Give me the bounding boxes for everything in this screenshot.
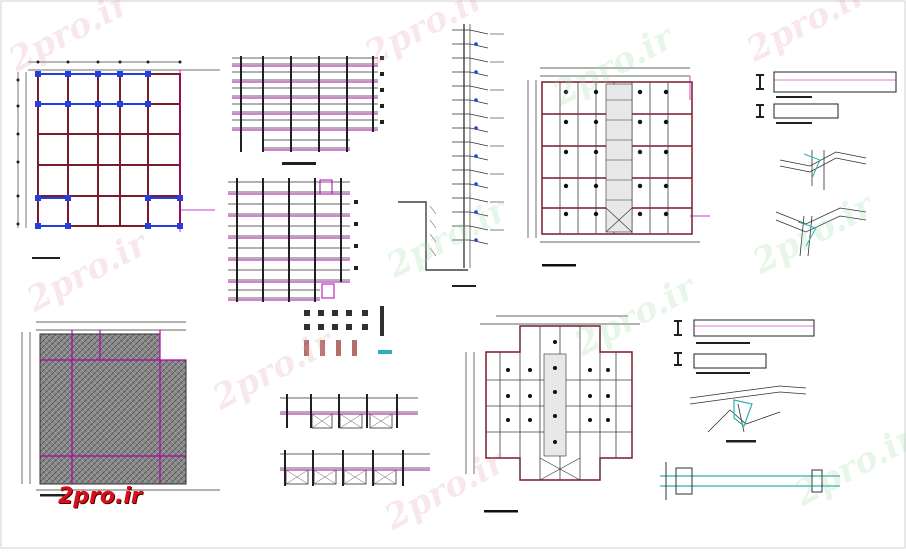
floor-plan-top-right xyxy=(527,67,710,267)
section-details-top-right xyxy=(756,71,897,257)
brand-logo-text: 2pro.ir xyxy=(58,484,142,509)
section-elevations-upper-accents xyxy=(232,65,378,151)
column-elevation xyxy=(398,24,504,287)
section-details-bottom-right xyxy=(660,319,840,500)
slab-plan-bottom-left xyxy=(21,321,220,497)
column-section-details xyxy=(304,306,392,356)
floor-plan-bottom-center xyxy=(465,315,640,513)
section-elevations-upper xyxy=(232,57,378,149)
frame-plan-top-left xyxy=(16,60,220,259)
beam-elevations xyxy=(280,394,430,486)
